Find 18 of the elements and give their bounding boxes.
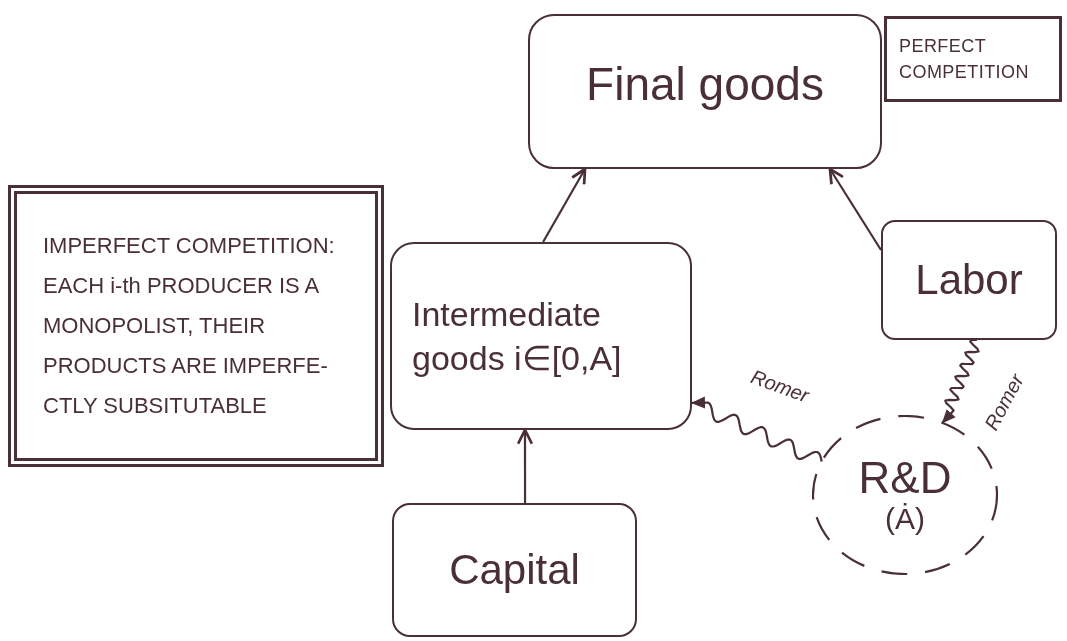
process-box [392,503,637,637]
note-text: PERFECT COMPETITION [899,35,1030,84]
arrow [828,167,882,251]
wavy-arrow [941,338,980,424]
wavy-arrow [691,396,823,462]
box-label: Labor [915,259,1023,301]
box-label: (Ȧ) [885,504,925,534]
arrow [516,428,534,503]
note-text: IMPERFECT COMPETITION: EACH i-th PRODUCER IS A MONOPOLIST, THEIR PRODUCTS ARE IMPERFE-CTLY SUBSITUTABLE [43,232,336,420]
box-label: Intermediate goods i∈[0,A] [412,294,623,379]
process-box [528,14,882,169]
note-box [884,16,1062,102]
box-label: R&D [858,456,952,500]
arrow [542,167,587,243]
box-label: Capital [449,549,580,591]
process-box [390,242,692,430]
note-box [8,185,384,467]
process-box [881,220,1057,340]
